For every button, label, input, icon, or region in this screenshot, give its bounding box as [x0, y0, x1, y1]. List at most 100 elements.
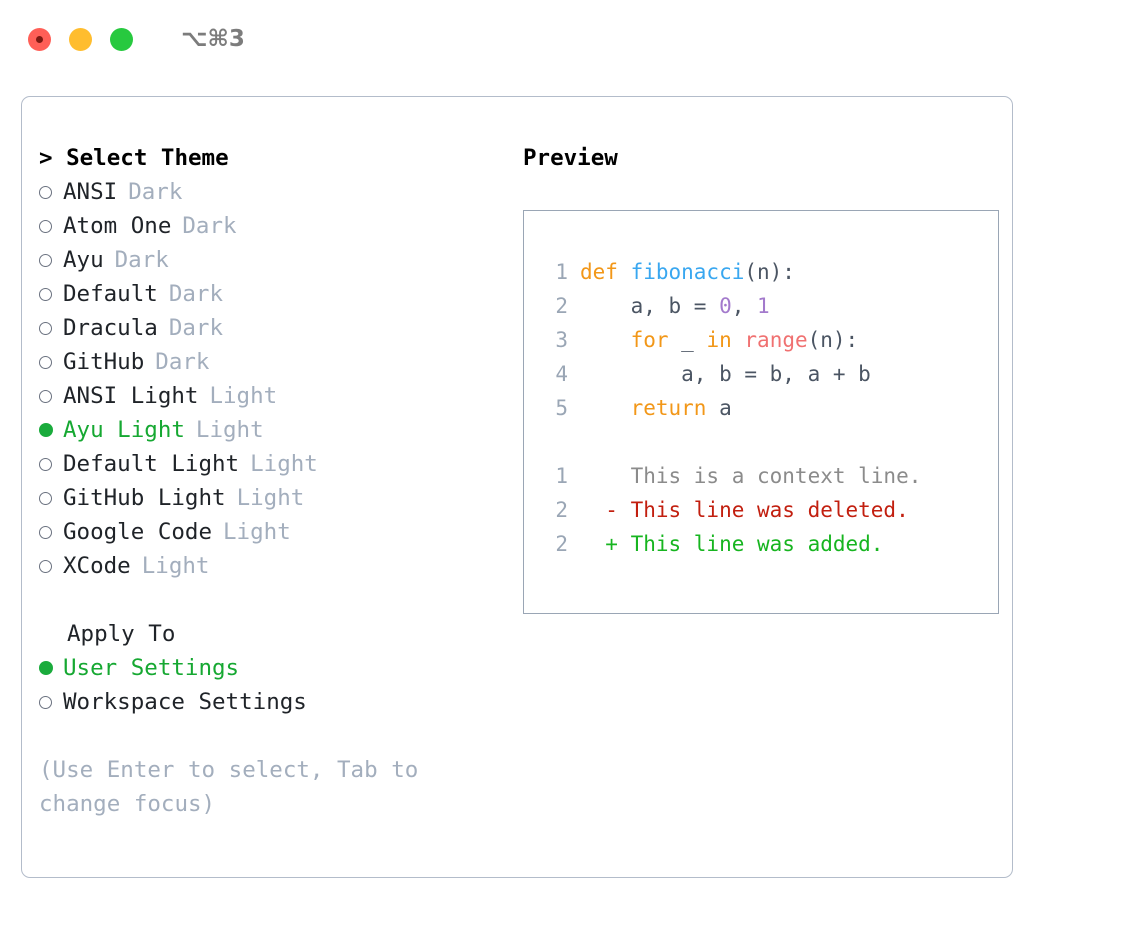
code-token-kw: for — [630, 328, 669, 352]
code-line-number: 4 — [555, 362, 568, 386]
traffic-lights — [28, 27, 133, 51]
radio-dot — [39, 287, 52, 301]
radio-empty-icon — [39, 525, 63, 539]
code-token-txt: _ — [668, 328, 707, 352]
code-token-fn: fibonacci — [630, 260, 745, 284]
code-token-kw: return — [630, 396, 707, 420]
code-token-num: 1 — [757, 294, 770, 318]
radio-dot — [39, 661, 53, 675]
theme-option-label: Atom One — [63, 213, 172, 239]
theme-variant-tag: Light — [141, 553, 210, 579]
diff-line-number: 2 — [555, 498, 568, 522]
code-token-txt — [580, 396, 631, 420]
theme-option-10[interactable]: Google Code Light — [39, 515, 504, 549]
theme-variant-tag: Dark — [168, 315, 224, 341]
code-token-txt: a, b = b, a + b — [580, 362, 871, 386]
theme-option-label: XCode — [63, 553, 131, 579]
code-line-4: 5 return a — [538, 391, 998, 425]
theme-option-5[interactable]: GitHub Dark — [39, 345, 504, 379]
code-line-content: for _ in range(n): — [580, 323, 859, 357]
theme-variant-tag: Dark — [128, 179, 183, 205]
theme-option-label: Ayu — [63, 247, 104, 273]
diff-sample: 1 This is a context line.2 - This line w… — [538, 459, 998, 561]
theme-variant-tag: Light — [195, 417, 264, 443]
radio-empty-icon — [39, 457, 63, 471]
apply-option-label: Workspace Settings — [63, 689, 307, 715]
diff-line-1: 2 - This line was deleted. — [538, 493, 998, 527]
theme-option-label: GitHub — [63, 349, 145, 375]
code-line-1: 2 a, b = 0, 1 — [538, 289, 998, 323]
code-token-txt: , — [731, 294, 758, 318]
theme-option-2[interactable]: Ayu Dark — [39, 243, 504, 277]
theme-option-1[interactable]: Atom One Dark — [39, 209, 504, 243]
diff-line-content-ctx: This is a context line. — [580, 464, 922, 488]
code-token-kw: def — [580, 260, 631, 284]
theme-option-label: Ayu Light — [63, 417, 185, 443]
theme-option-label: GitHub Light — [63, 485, 226, 511]
theme-option-8[interactable]: Default Light Light — [39, 447, 504, 481]
code-token-txt: (n): — [744, 260, 795, 284]
radio-empty-icon — [39, 185, 63, 199]
list-spacer — [39, 583, 504, 617]
radio-dot — [39, 355, 52, 369]
radio-empty-icon — [39, 559, 63, 573]
radio-dot — [39, 457, 52, 471]
theme-option-7[interactable]: Ayu Light Light — [39, 413, 504, 447]
select-theme-heading: > Select Theme — [39, 145, 229, 171]
theme-variant-tag: Light — [250, 451, 318, 477]
theme-variant-tag: Light — [223, 519, 291, 545]
code-line-number: 3 — [555, 328, 568, 352]
diff-line-content-del: - This line was deleted. — [580, 498, 909, 522]
radio-dot — [39, 219, 52, 233]
theme-variant-tag: Dark — [114, 247, 169, 273]
theme-variant-tag: Dark — [182, 213, 237, 239]
radio-dot — [39, 559, 52, 573]
theme-option-11[interactable]: XCode Light — [39, 549, 504, 583]
radio-selected-icon — [39, 423, 63, 437]
apply-option-label: User Settings — [63, 655, 240, 681]
apply-option-1[interactable]: Workspace Settings — [39, 685, 504, 719]
keyboard-hint: (Use Enter to select, Tab to change focu… — [39, 757, 432, 817]
code-line-number: 5 — [555, 396, 568, 420]
radio-dot — [39, 389, 52, 403]
code-diff-gap — [538, 425, 998, 459]
theme-option-label: ANSI Light — [63, 383, 199, 409]
theme-variant-tag: Light — [209, 383, 278, 409]
code-line-content: a, b = 0, 1 — [580, 289, 770, 323]
preview-heading: Preview — [523, 145, 618, 171]
minimize-button[interactable] — [69, 27, 92, 51]
radio-empty-icon — [39, 253, 63, 267]
code-line-2: 3 for _ in range(n): — [538, 323, 998, 357]
theme-option-label: Default Light — [63, 451, 240, 477]
code-token-kw: in — [706, 328, 732, 352]
close-button[interactable] — [28, 27, 51, 51]
code-line-content: return a — [580, 391, 732, 425]
code-token-num: 0 — [719, 294, 732, 318]
code-token-txt: (n): — [807, 328, 859, 352]
theme-option-6[interactable]: ANSI Light Light — [39, 379, 504, 413]
radio-dot — [39, 423, 53, 437]
apply-to-heading: Apply To — [67, 621, 176, 647]
radio-empty-icon — [39, 695, 63, 709]
apply-option-0[interactable]: User Settings — [39, 651, 504, 685]
radio-dot — [39, 695, 52, 709]
diff-line-2: 2 + This line was added. — [538, 527, 998, 561]
radio-dot — [39, 491, 52, 505]
theme-variant-tag: Dark — [155, 349, 210, 375]
maximize-button[interactable] — [110, 27, 133, 51]
radio-dot — [39, 185, 52, 199]
code-line-number: 2 — [555, 294, 568, 318]
code-line-3: 4 a, b = b, a + b — [538, 357, 998, 391]
code-token-call: range — [744, 328, 808, 352]
theme-option-label: Google Code — [63, 519, 213, 545]
